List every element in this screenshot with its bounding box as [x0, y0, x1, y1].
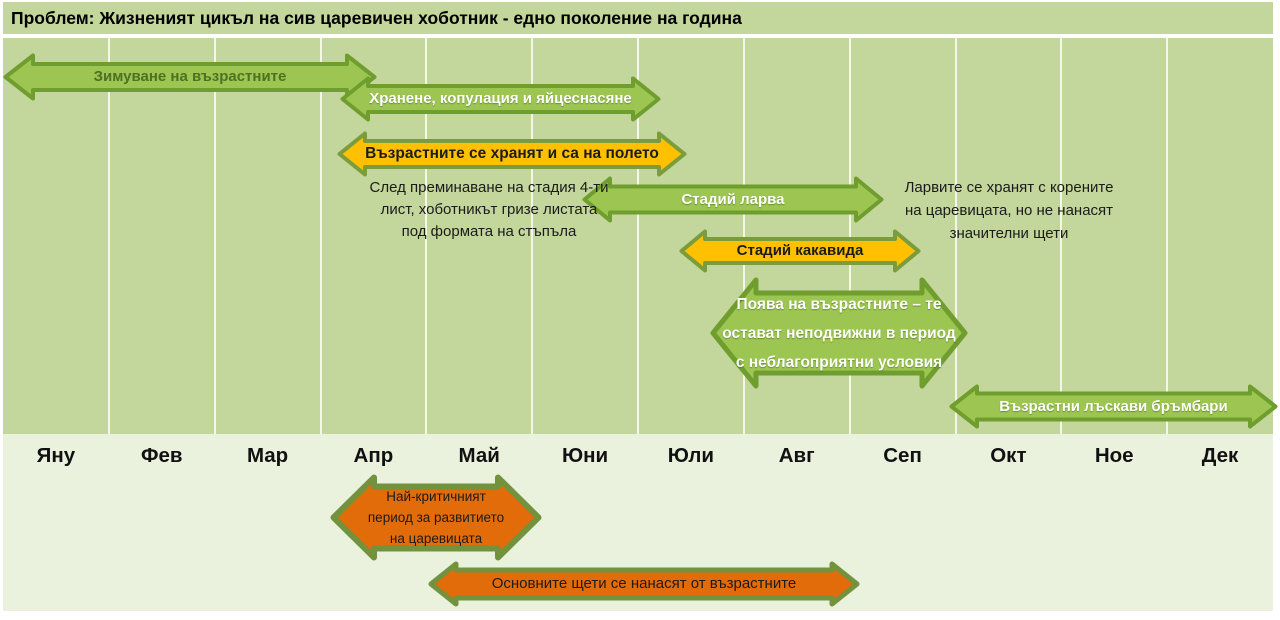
month-label-10: Окт	[990, 444, 1027, 467]
month-label-3: Мар	[246, 444, 289, 467]
month-gridline	[954, 38, 957, 434]
title-bar: Проблем: Жизненият цикъл на сив царевиче…	[3, 2, 1273, 34]
month-label-1: Яну	[36, 444, 76, 467]
month-gridline	[213, 38, 216, 434]
month-gridline	[319, 38, 322, 434]
page-title: Проблем: Жизненият цикъл на сив царевиче…	[11, 7, 742, 28]
month-gridline	[1060, 38, 1063, 434]
month-label-7: Юли	[667, 444, 715, 467]
month-gridline	[1166, 38, 1169, 434]
month-label-6: Юни	[561, 444, 609, 467]
month-label-12: Дек	[1201, 444, 1239, 467]
month-gridline	[107, 38, 110, 434]
month-label-4: Апр	[353, 444, 394, 467]
month-gridline	[742, 38, 745, 434]
month-label-5: Май	[458, 444, 500, 467]
month-gridline	[531, 38, 534, 434]
month-axis: Яну Фев Мар Апр Май Юни Юли Авг Сеп Окт Ное Дек	[3, 434, 1273, 478]
month-label-11: Ное	[1094, 444, 1134, 467]
month-label-2: Фев	[140, 444, 183, 467]
month-gridline	[637, 38, 639, 434]
month-gridline	[425, 38, 428, 434]
month-label-9: Сеп	[883, 444, 922, 467]
month-label-8: Авг	[778, 444, 815, 467]
month-gridline	[848, 38, 851, 434]
timeline-grid	[3, 38, 1273, 434]
